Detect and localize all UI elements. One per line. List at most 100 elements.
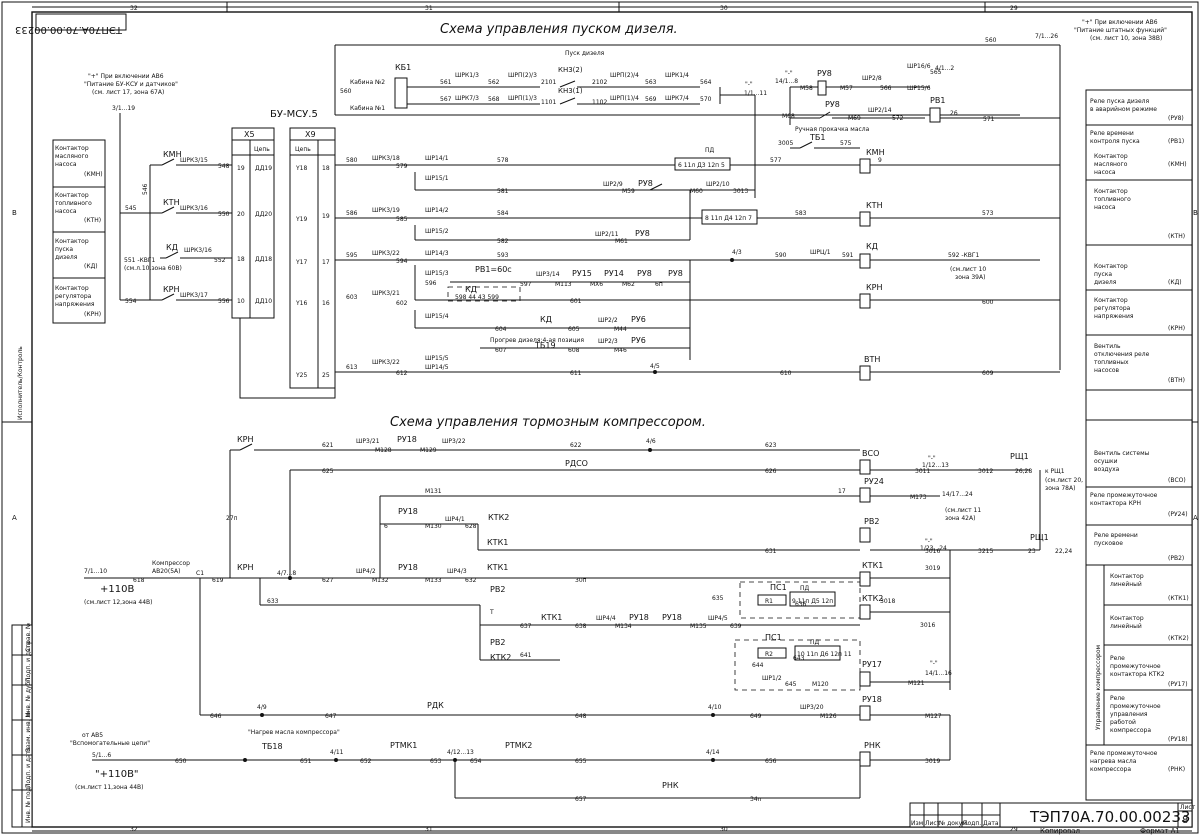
svg-text:М68: М68 (782, 113, 795, 120)
svg-text:Кабина №2: Кабина №2 (350, 79, 385, 86)
svg-text:1/23...24: 1/23...24 (920, 545, 947, 552)
svg-text:Контактор: Контактор (55, 192, 89, 199)
svg-text:10 11п Д6 12п 11: 10 11п Д6 12п 11 (797, 651, 852, 658)
grid-top-3: 30 (720, 5, 728, 12)
svg-text:651: 651 (300, 758, 312, 765)
svg-text:639: 639 (730, 623, 742, 630)
svg-text:612: 612 (396, 370, 408, 377)
svg-text:603: 603 (346, 294, 358, 301)
svg-text:"Нагрев масла компрессора": "Нагрев масла компрессора" (248, 729, 340, 736)
svg-text:18: 18 (237, 256, 245, 263)
svg-text:10: 10 (237, 298, 245, 305)
svg-text:ШР4/5: ШР4/5 (708, 615, 728, 622)
left-legend: Контактор масляного насоса (КМН) Контакт… (52, 139, 106, 324)
svg-text:Контактор: Контактор (1094, 297, 1128, 304)
svg-text:585: 585 (396, 216, 408, 223)
svg-text:РТМК1: РТМК1 (390, 741, 417, 750)
x5-connector: X5 Цепь 19 ДД19 20 ДД20 18 ДД18 10 ДД10 (231, 127, 275, 319)
svg-text:М129: М129 (420, 447, 437, 454)
svg-text:(РНК): (РНК) (1168, 766, 1185, 773)
note-top-right-1: "+" При включении АВ6 (1082, 19, 1158, 26)
svg-text:ДД10: ДД10 (255, 298, 272, 305)
svg-text:напряжения: напряжения (1094, 313, 1134, 320)
svg-text:560: 560 (340, 88, 352, 95)
svg-text:"-": "-" (925, 538, 933, 545)
rotated-doc-code: ТЭП70А.70.00.00233 (15, 24, 123, 35)
svg-text:(см.лист 20,: (см.лист 20, (1045, 477, 1083, 484)
svg-text:3019: 3019 (925, 758, 940, 765)
svg-text:Реле: Реле (1110, 655, 1125, 662)
svg-text:С1: С1 (196, 570, 204, 577)
svg-text:КРН: КРН (237, 563, 254, 572)
svg-text:Дата: Дата (983, 820, 999, 827)
svg-text:9: 9 (878, 157, 882, 164)
svg-text:КТК2: КТК2 (488, 513, 509, 522)
svg-text:14/1...16: 14/1...16 (925, 670, 952, 677)
svg-text:Компрессор: Компрессор (152, 560, 190, 567)
grid-bottom-3: 30 (720, 826, 728, 833)
svg-text:РВ2: РВ2 (864, 517, 879, 526)
svg-text:597: 597 (520, 281, 532, 288)
svg-text:631: 631 (765, 548, 777, 555)
svg-text:Цепь: Цепь (254, 146, 270, 153)
svg-text:ШР3/20: ШР3/20 (800, 704, 824, 711)
svg-text:546: 546 (142, 183, 149, 195)
svg-text:М58: М58 (800, 85, 813, 92)
svg-text:РТМК2: РТМК2 (505, 741, 532, 750)
grid-bottom-1: 32 (130, 826, 138, 833)
block-bu-msu: БУ-МСУ.5 (270, 109, 318, 120)
svg-text:604: 604 (495, 326, 507, 333)
svg-text:592 -КВГ1: 592 -КВГ1 (948, 252, 980, 259)
svg-text:РУ18: РУ18 (662, 613, 682, 622)
left-vertical-label: Исполнитель/Контроль (17, 346, 24, 420)
svg-text:2102: 2102 (592, 79, 607, 86)
svg-text:КТК2: КТК2 (862, 594, 883, 603)
svg-text:ТБ1: ТБ1 (809, 133, 825, 142)
svg-text:ШР15/6: ШР15/6 (907, 85, 931, 92)
svg-text:(см.л.10,зона 60В): (см.л.10,зона 60В) (124, 265, 182, 272)
svg-text:ШР15/2: ШР15/2 (425, 228, 449, 235)
svg-text:650: 650 (175, 758, 187, 765)
svg-text:653: 653 (430, 758, 442, 765)
svg-text:М121: М121 (908, 680, 925, 687)
grid-left-b: B (12, 209, 17, 217)
svg-text:565: 565 (930, 69, 942, 76)
svg-text:(ВТН): (ВТН) (1168, 377, 1185, 384)
svg-text:X5: X5 (244, 130, 255, 139)
svg-text:Пуск дизеля: Пуск дизеля (565, 50, 605, 57)
svg-text:552: 552 (214, 257, 226, 264)
svg-text:топливного: топливного (1094, 196, 1131, 203)
svg-text:КТК2: КТК2 (490, 653, 511, 662)
svg-text:ШРК1/4: ШРК1/4 (665, 72, 689, 79)
svg-text:Лист: Лист (925, 820, 941, 827)
svg-text:568: 568 (488, 96, 500, 103)
svg-text:компрессора: компрессора (1110, 727, 1151, 734)
svg-text:ШРК7/4: ШРК7/4 (665, 95, 689, 102)
svg-text:3013: 3013 (733, 188, 748, 195)
svg-text:Ручная прокачка масла: Ручная прокачка масла (795, 126, 870, 133)
svg-text:ШРК3/15: ШРК3/15 (180, 157, 208, 164)
svg-text:4/7...8: 4/7...8 (277, 570, 296, 577)
svg-text:ШРП(2)/4: ШРП(2)/4 (610, 72, 639, 79)
svg-text:ШР3/21: ШР3/21 (356, 438, 380, 445)
svg-text:ПД: ПД (705, 147, 715, 154)
svg-text:РУ6: РУ6 (631, 336, 646, 345)
svg-text:648: 648 (575, 713, 587, 720)
svg-text:638: 638 (575, 623, 587, 630)
svg-text:М62: М62 (622, 281, 635, 288)
svg-text:ШР4/4: ШР4/4 (596, 615, 616, 622)
svg-text:649: 649 (750, 713, 762, 720)
svg-text:ШР2/10: ШР2/10 (706, 181, 730, 188)
svg-text:ДД19: ДД19 (255, 165, 272, 172)
svg-text:644: 644 (752, 662, 764, 669)
svg-text:№ докум.: № докум. (939, 820, 969, 827)
svg-text:М173: М173 (910, 494, 927, 501)
svg-text:Вентиль системы: Вентиль системы (1094, 450, 1150, 457)
svg-text:воздуха: воздуха (1094, 466, 1120, 473)
svg-text:РУ18: РУ18 (398, 563, 418, 572)
svg-text:линейный: линейный (1110, 623, 1142, 630)
svg-text:ПС1: ПС1 (765, 633, 782, 642)
svg-text:633: 633 (267, 598, 279, 605)
svg-text:586: 586 (346, 210, 358, 217)
svg-text:РВ2: РВ2 (490, 638, 505, 647)
